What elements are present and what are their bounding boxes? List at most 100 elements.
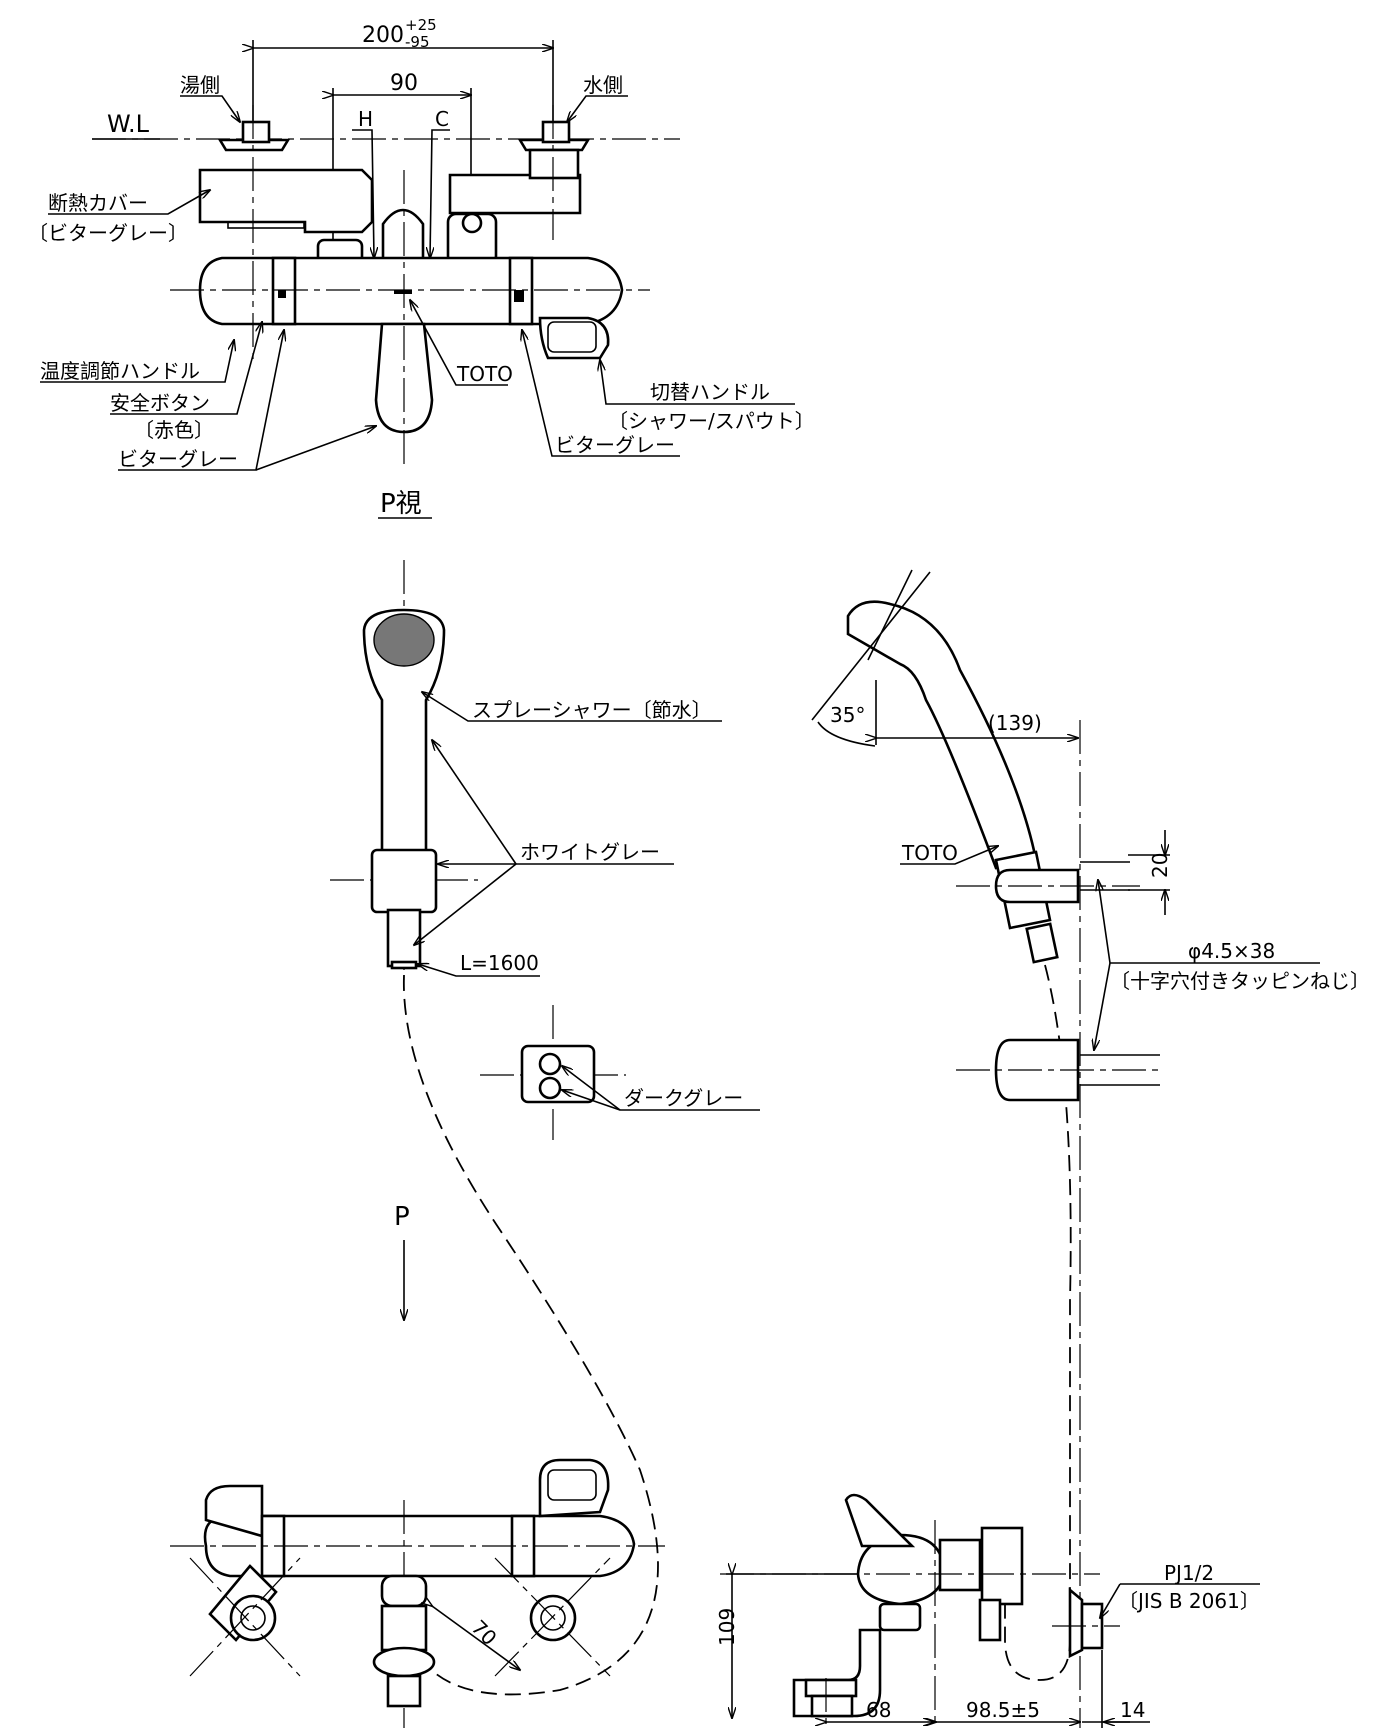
hot-side-label: 湯側 <box>180 73 220 97</box>
left-union <box>229 1594 277 1642</box>
hose-fitting <box>386 908 422 968</box>
left-union-inner <box>240 1605 266 1631</box>
switch-handle-grip <box>547 321 597 353</box>
side-spout-outlet <box>810 1694 854 1718</box>
spray-face <box>373 613 435 667</box>
outlet-arch <box>381 208 425 258</box>
front-spout-outlet <box>386 1674 422 1708</box>
screw-size-label: φ4.5×38 <box>1188 939 1275 963</box>
bracket-pitch-label: 20 <box>1148 853 1172 878</box>
hot-inlet <box>217 138 291 152</box>
front-view: 70 <box>170 1458 665 1728</box>
dim-70-label: 70 <box>467 1615 502 1650</box>
top-view: 200 +25 -95 90 湯側 水側 W.L 断熱カバー 〔ビターグレー〕 <box>28 16 815 519</box>
mark-h: H <box>358 107 373 131</box>
dim-985-label: 98.5±5 <box>966 1698 1040 1722</box>
insulation-cover-label: 断熱カバー <box>48 191 148 215</box>
cold-connector <box>448 173 582 215</box>
cold-inlet-nut <box>541 120 571 144</box>
dim-tol-plus: +25 <box>405 16 437 34</box>
shower-side-view: 35° (139) 20 TOTO φ4.5×38 〔十字穴付きタッピンねじ〕 <box>811 569 1370 1728</box>
bitter-gray-left-label: ビターグレー <box>118 447 238 471</box>
leader <box>418 964 540 977</box>
dim-68-label: 68 <box>866 1698 891 1722</box>
spray-angle-line <box>811 571 931 721</box>
leader <box>410 300 508 386</box>
bitter-gray-right-label: ビターグレー <box>555 433 675 457</box>
hose-length-label: L=1600 <box>460 951 539 975</box>
leader <box>562 1090 621 1111</box>
hose-fitting-end <box>390 960 418 970</box>
handle-grip <box>547 1469 597 1501</box>
cover-rib <box>227 221 305 229</box>
side-view: 109 PJ1/2 〔JIS B 2061〕 68 98.5±5 14 <box>715 1493 1260 1728</box>
side-spout-body <box>804 1678 858 1698</box>
leader <box>1094 962 1111 1050</box>
p-view-title: P視 <box>380 489 422 519</box>
leader <box>900 846 998 865</box>
height-label: 109 <box>715 1608 739 1646</box>
leader <box>110 322 262 415</box>
front-temp-cap <box>204 1484 264 1538</box>
front-spout-cap <box>372 1646 436 1678</box>
leader <box>48 190 210 215</box>
pipe-thread-label: PJ1/2 <box>1164 1561 1214 1585</box>
screw-hole <box>538 1052 562 1076</box>
leader <box>422 692 722 722</box>
leader <box>414 863 517 945</box>
front-switch-handle <box>538 1458 610 1518</box>
temp-handle-label: 温度調節ハンドル <box>40 359 200 383</box>
leader <box>1100 1583 1121 1618</box>
dim-spacing: 90 <box>390 71 418 96</box>
reach-label: (139) <box>988 711 1042 735</box>
leader <box>1098 880 1111 964</box>
safety-button-color: 〔赤色〕 <box>134 418 214 442</box>
dim-overall: 200 <box>362 23 404 48</box>
leader <box>40 340 234 383</box>
hose-fitting-side <box>1025 922 1059 964</box>
brand-mark <box>394 290 412 294</box>
leader <box>430 129 450 258</box>
safety-button-mark <box>278 290 286 298</box>
side-mount <box>980 1526 1024 1606</box>
centerline <box>189 1557 301 1677</box>
dark-gray-label: ダークグレー <box>624 1086 743 1110</box>
leader <box>432 740 517 865</box>
water-level-label: W.L <box>107 110 150 138</box>
safety-button-label: 安全ボタン <box>110 391 210 415</box>
front-nut <box>380 1574 428 1608</box>
insulation-cover-color: 〔ビターグレー〕 <box>28 221 188 245</box>
angle-label: 35° <box>830 703 865 727</box>
shower-head <box>362 608 446 862</box>
leader <box>180 95 240 122</box>
hose-front <box>402 974 659 1696</box>
cold-side-label: 水側 <box>583 73 623 97</box>
shower-front-view: スプレーシャワー〔節水〕 ホワイトグレー L=1600 ダークグレー P <box>330 560 760 1320</box>
side-bracket <box>978 1598 1002 1642</box>
angle-arc <box>817 721 876 747</box>
dim-line-70 <box>432 1606 520 1670</box>
switch-handle <box>538 316 610 360</box>
brand-label-side: TOTO <box>901 841 958 865</box>
dim-tol-minus: -95 <box>405 33 430 51</box>
right-union-inner <box>540 1605 566 1631</box>
switch-handle-label: 切替ハンドル <box>650 380 770 404</box>
holder-front <box>370 848 438 914</box>
side-block <box>938 1538 982 1592</box>
leader <box>255 426 376 471</box>
white-gray-label: ホワイトグレー <box>520 840 660 864</box>
spray-face-line <box>867 569 913 661</box>
front-spout-neck <box>380 1604 428 1652</box>
switch-handle-modes: 〔シャワー/スパウト〕 <box>608 409 815 433</box>
cold-elbow <box>528 148 580 180</box>
screw-desc-label: 〔十字穴付きタッピンねじ〕 <box>1110 969 1370 993</box>
spray-shower-label: スプレーシャワー〔節水〕 <box>472 698 712 722</box>
view-marker-p: P <box>394 1202 410 1232</box>
switch-mark <box>514 290 524 302</box>
nut-detail <box>461 212 483 234</box>
side-nut <box>878 1602 922 1632</box>
dim-14-label: 14 <box>1120 1698 1145 1722</box>
side-temp-handle <box>844 1493 916 1548</box>
wall-flange <box>1068 1587 1084 1659</box>
